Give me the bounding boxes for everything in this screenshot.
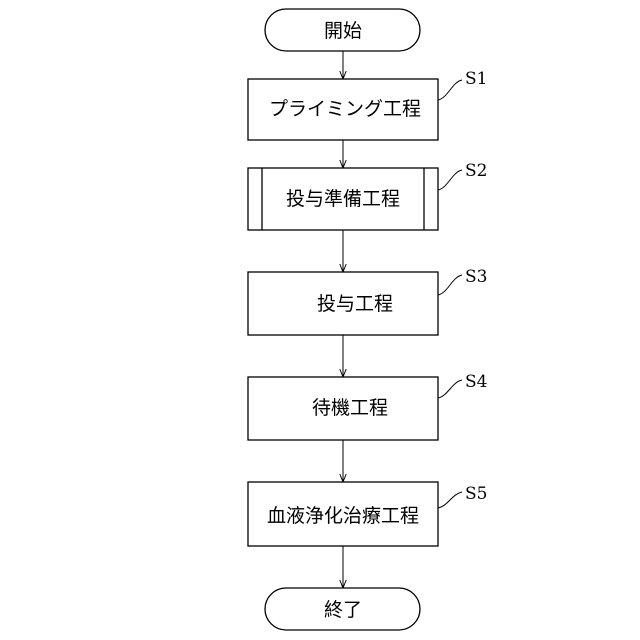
step-s2: 投与準備工程 S2: [248, 161, 487, 230]
step-s5-label: S5: [465, 484, 487, 504]
step-s4-text: 待機工程: [312, 397, 388, 419]
step-s1-leader: [438, 80, 462, 100]
end-terminator-text: 終了: [324, 599, 362, 621]
step-s2-text: 投与準備工程: [286, 188, 400, 210]
end-terminator: 終了: [265, 588, 420, 630]
step-s4-label: S4: [465, 372, 487, 392]
step-s2-label: S2: [465, 161, 487, 181]
step-s3: 投与工程 S3: [248, 267, 487, 335]
step-s3-text: 投与工程: [317, 293, 393, 315]
start-terminator: 開始: [265, 9, 420, 51]
step-s3-leader: [438, 275, 462, 295]
step-s5-text: 血液浄化治療工程: [267, 505, 419, 527]
step-s5-leader: [438, 492, 462, 508]
step-s1: プライミング工程 S1: [248, 69, 487, 140]
step-s1-label: S1: [465, 69, 487, 89]
step-s5: 血液浄化治療工程 S5: [248, 482, 487, 546]
step-s4-leader: [438, 380, 462, 398]
step-s2-leader: [438, 170, 462, 190]
step-s4: 待機工程 S4: [248, 372, 487, 440]
start-terminator-text: 開始: [324, 20, 362, 42]
step-s3-label: S3: [465, 267, 487, 287]
step-s1-text: プライミング工程: [269, 98, 421, 120]
